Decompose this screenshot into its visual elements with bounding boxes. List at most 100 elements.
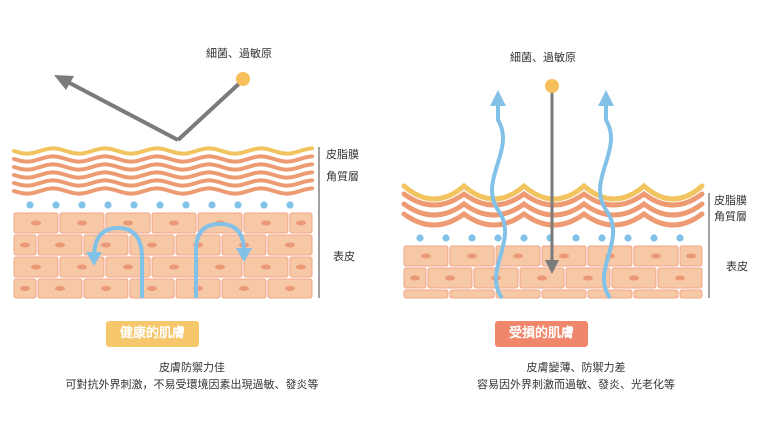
damaged-stratum-waves <box>401 182 705 228</box>
moisture-escape-arrow-2 <box>598 104 616 300</box>
cell-nucleus <box>101 242 111 248</box>
damaged-moisture-dots <box>416 234 684 242</box>
cell-nucleus <box>445 275 455 281</box>
moisture-dot <box>52 201 60 209</box>
cell-nucleus <box>215 264 225 270</box>
stratum-wave <box>12 162 314 172</box>
cell-nucleus <box>31 264 41 270</box>
moisture-dot <box>650 234 658 242</box>
cell-nucleus <box>20 286 30 291</box>
skin-cell <box>633 289 679 299</box>
allergen-label: 細菌、過敏原 <box>206 47 272 60</box>
cell-nucleus <box>123 264 133 270</box>
cell-nucleus <box>410 275 420 281</box>
cell-nucleus <box>20 242 30 248</box>
moisture-dot <box>416 234 424 242</box>
moisture-dot <box>260 201 268 209</box>
cell-nucleus <box>686 253 696 259</box>
moisture-loop-arrowhead-1 <box>86 252 102 266</box>
healthy-skin-badge: 健康的肌膚 <box>106 321 200 347</box>
damaged-desc-line2: 容易因外界刺激而過敏、發炎、光老化等 <box>477 378 675 391</box>
cell-nucleus <box>537 275 547 281</box>
cell-nucleus <box>583 275 593 281</box>
damaged-skin-badge: 受損的肌膚 <box>495 321 589 347</box>
cell-nucleus <box>261 264 271 270</box>
moisture-loop-arrowhead-2 <box>236 248 252 262</box>
moisture-dot <box>182 201 190 209</box>
reflected-arrow-head <box>54 75 74 90</box>
cell-nucleus <box>285 286 295 291</box>
moisture-dot <box>156 201 164 209</box>
cell-nucleus <box>513 253 523 259</box>
allergen-reflected-line <box>63 78 179 142</box>
cell-nucleus <box>296 220 306 226</box>
moisture-dot <box>234 201 242 209</box>
skin-cell <box>449 289 495 299</box>
cell-nucleus <box>261 220 271 226</box>
cell-nucleus <box>31 220 41 226</box>
penetrating-arrow-head <box>545 260 559 274</box>
moisture-dot <box>26 201 34 209</box>
cell-nucleus <box>239 286 249 291</box>
moisture-dot <box>598 234 606 242</box>
damaged-skin-illustration <box>401 79 710 300</box>
skin-cell <box>403 289 449 299</box>
healthy-skin-panel: 細菌、過敏原 皮脂膜 角質層 表皮 健康的肌膚 皮膚防禦力佳 可對抗外界刺激，不… <box>12 47 359 391</box>
cell-nucleus <box>101 286 111 291</box>
cell-nucleus <box>296 264 306 270</box>
cell-nucleus <box>421 253 431 259</box>
damaged-epidermis-cells <box>403 245 703 299</box>
moisture-dot <box>572 234 580 242</box>
skin-cell <box>679 289 703 299</box>
cell-nucleus <box>77 220 87 226</box>
healthy-stratum-waves <box>12 146 314 196</box>
skin-cell <box>495 289 541 299</box>
cell-nucleus <box>147 242 157 248</box>
moisture-dot <box>78 201 86 209</box>
stratum-layer-label: 角質層 <box>714 210 747 223</box>
moisture-escape-arrowhead-1 <box>490 90 506 106</box>
stratum-scallop <box>401 190 705 208</box>
cell-nucleus <box>285 242 295 248</box>
skin-cell <box>541 289 587 299</box>
cell-nucleus <box>55 242 65 248</box>
allergen-label: 細菌、過敏原 <box>510 51 576 64</box>
cell-nucleus <box>651 253 661 259</box>
allergen-dot <box>236 72 250 86</box>
cell-nucleus <box>77 264 87 270</box>
epidermis-label: 表皮 <box>333 250 355 263</box>
sebum-layer-label: 皮脂膜 <box>714 194 747 207</box>
moisture-escape-arrowhead-2 <box>598 90 614 106</box>
moisture-dot <box>286 201 294 209</box>
cell-nucleus <box>559 253 569 259</box>
cell-nucleus <box>675 275 685 281</box>
stratum-wave <box>12 186 314 196</box>
stratum-scallop <box>401 210 705 228</box>
allergen-dot <box>545 79 559 93</box>
moisture-dot <box>130 201 138 209</box>
cell-nucleus <box>629 275 639 281</box>
cell-nucleus <box>467 253 477 259</box>
cell-nucleus <box>55 286 65 291</box>
moisture-dot <box>494 234 502 242</box>
moisture-dot <box>208 201 216 209</box>
sebum-layer-label: 皮脂膜 <box>326 148 359 161</box>
moisture-dot <box>104 201 112 209</box>
stratum-wave <box>12 146 314 156</box>
stratum-scallop <box>401 200 705 218</box>
healthy-skin-illustration <box>12 72 320 299</box>
moisture-loop-arrow-2 <box>194 221 246 298</box>
sebum-scallop <box>401 182 705 202</box>
damaged-skin-panel: 細菌、過敏原 皮脂膜 角質層 表皮 受損的肌膚 皮膚變薄、防禦力差 容易因外界刺… <box>384 0 768 432</box>
healthy-desc-line1: 皮膚防禦力佳 <box>159 361 225 374</box>
healthy-moisture-dots <box>26 201 294 209</box>
stratum-wave <box>12 170 314 180</box>
moisture-dot <box>520 234 528 242</box>
damaged-desc-line1: 皮膚變薄、防禦力差 <box>526 361 626 374</box>
moisture-dot <box>468 234 476 242</box>
healthy-desc-line2: 可對抗外界刺激，不易受環境因素出現過敏、發炎等 <box>65 378 319 391</box>
cell-nucleus <box>169 220 179 226</box>
cell-nucleus <box>147 286 157 291</box>
stratum-wave <box>12 178 314 188</box>
healthy-epidermis-cells <box>13 212 313 299</box>
